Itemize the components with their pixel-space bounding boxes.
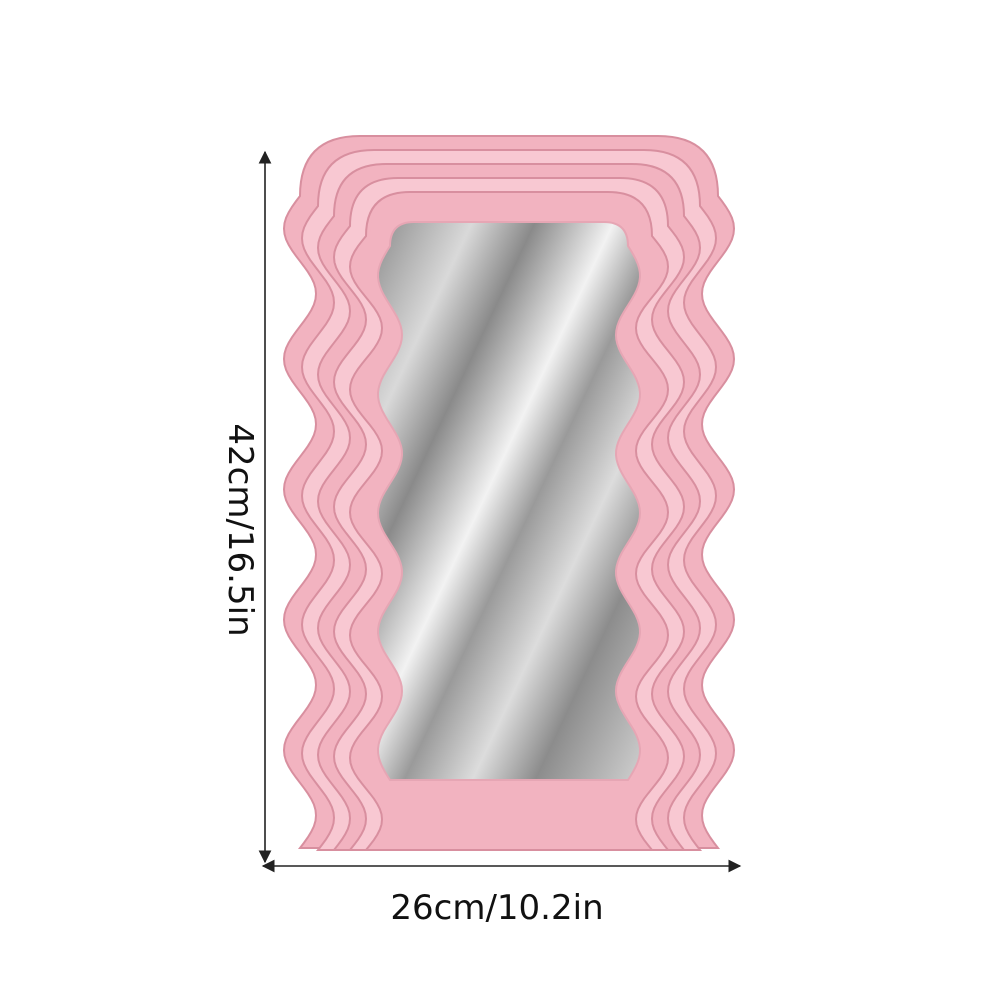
- height-label: 42cm/16.5in: [220, 423, 260, 637]
- width-label: 26cm/10.2in: [390, 888, 604, 928]
- mirror-glass: [376, 221, 642, 781]
